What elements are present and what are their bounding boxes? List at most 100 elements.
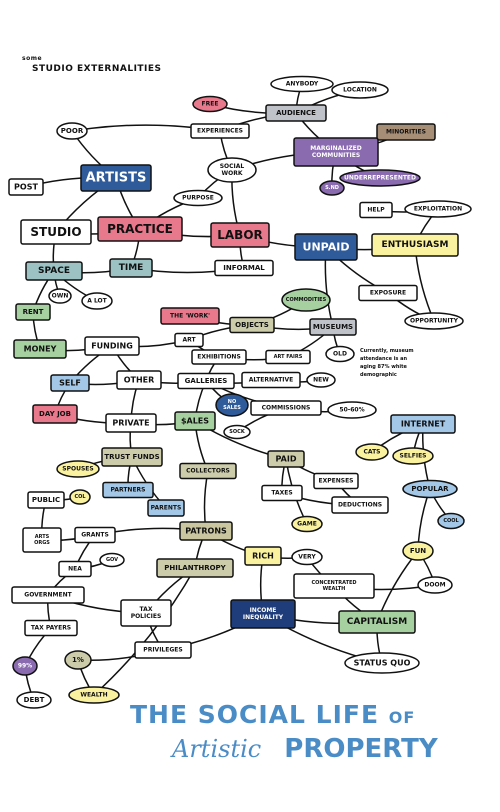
- node-anybody: ANYBODY: [270, 75, 334, 93]
- annotation-line: aging 87% white: [360, 364, 408, 370]
- node-shape: [120, 599, 172, 627]
- node-shape: [313, 472, 359, 490]
- node-ninety-nine-pct: 99%: [12, 656, 38, 676]
- node-partners: PARTNERS: [102, 481, 154, 499]
- node-poor: POOR: [56, 122, 88, 140]
- annotation-line: demographic: [360, 372, 397, 378]
- node-shape: [223, 424, 251, 440]
- node-unpaid: UNPAID: [294, 233, 358, 261]
- node-label: COMMISSIONS: [262, 405, 311, 412]
- node-shape: [27, 491, 65, 509]
- annotation-line: Currently, museum: [360, 348, 414, 354]
- node-label: EXPENSES: [319, 478, 354, 485]
- node-label: ARTS: [35, 534, 50, 540]
- node-shape: [404, 312, 464, 330]
- node-practice: PRACTICE: [97, 216, 183, 242]
- node-label: CATS: [364, 449, 381, 456]
- node-shape: [281, 288, 331, 312]
- node-shape: [174, 411, 216, 431]
- node-shape: [80, 164, 152, 192]
- node-shape: [359, 201, 393, 219]
- node-label: FUNDING: [91, 342, 133, 351]
- node-label: NEW: [313, 377, 329, 384]
- node-exhibitions: EXHIBITIONS: [191, 349, 247, 365]
- node-shape: [64, 650, 92, 670]
- node-label: EXPOSURE: [370, 290, 406, 297]
- node-labor: LABOR: [210, 222, 270, 248]
- node-label: COMMUNITIES: [312, 152, 360, 159]
- node-shape: [402, 541, 434, 561]
- node-paid: PAID: [267, 450, 305, 468]
- node-shape: [309, 318, 357, 336]
- node-s-nd: S.ND: [319, 180, 345, 196]
- node-shape: [69, 489, 91, 505]
- node-shape: [265, 349, 311, 365]
- node-game: GAME: [291, 515, 323, 533]
- node-sock: SOCK: [223, 424, 251, 440]
- node-art-fairs: ART FAIRS: [265, 349, 311, 365]
- node-tax-payers: TAX PAYERS: [24, 619, 78, 637]
- node-label: 99%: [18, 663, 32, 670]
- node-label: UNDERREPRESENTED: [344, 175, 416, 182]
- node-shape: [327, 401, 377, 419]
- node-label: SPACE: [38, 266, 70, 276]
- node-shape: [376, 123, 436, 141]
- node-label: GOVERNMENT: [24, 592, 72, 599]
- node-label: 1%: [72, 656, 84, 664]
- node-shape: [97, 216, 183, 242]
- node-shape: [331, 496, 389, 514]
- node-label: CONCENTRATED: [311, 580, 356, 586]
- title-property: PROPERTY: [284, 734, 438, 764]
- node-label: ART FAIRS: [274, 354, 303, 360]
- node-shape: [74, 526, 116, 544]
- node-shape: [13, 339, 67, 359]
- node-grants: GRANTS: [74, 526, 116, 544]
- node-shape: [179, 462, 237, 480]
- node-deductions: DEDUCTIONS: [331, 496, 389, 514]
- node-label: ENTHUSIASM: [382, 240, 449, 250]
- node-public: PUBLIC: [27, 491, 65, 509]
- node-shape: [101, 447, 163, 467]
- node-label: THE 'WORK': [170, 313, 210, 320]
- node-label: ANYBODY: [286, 81, 319, 88]
- node-shape: [15, 303, 51, 321]
- node-purpose: PURPOSE: [173, 189, 223, 207]
- node-label: GOV: [106, 557, 118, 563]
- node-label: POPULAR: [411, 485, 449, 493]
- node-own: OWN: [48, 288, 72, 304]
- node-label: OBJECTS: [235, 321, 269, 329]
- node-debt: DEBT: [16, 691, 52, 709]
- node-label: PARENTS: [151, 505, 182, 512]
- node-label: PRIVATE: [112, 419, 149, 428]
- node-label: TAXES: [271, 490, 292, 497]
- node-cool: COOL: [437, 512, 465, 530]
- node-shape: [32, 404, 78, 424]
- node-shape: [267, 450, 305, 468]
- node-capitalism: CAPITALISM: [338, 610, 416, 634]
- node-shape: [291, 548, 323, 566]
- node-exploitation: EXPLOITATION: [404, 200, 472, 218]
- node-label: WEALTH: [323, 586, 346, 592]
- node-one-pct: 1%: [64, 650, 92, 670]
- node-new: NEW: [306, 372, 336, 388]
- node-label: TRUST FUNDS: [104, 453, 159, 461]
- node-label: CAPITALISM: [347, 617, 407, 627]
- node-commodities: COMMODITIES: [281, 288, 331, 312]
- node-shape: [214, 259, 274, 277]
- node-label: S.ND: [325, 185, 339, 191]
- node-underrepresented: UNDERREPRESENTED: [339, 169, 421, 187]
- node-shape: [390, 414, 456, 434]
- node-old: OLD: [325, 345, 355, 363]
- node-day-job: DAY JOB: [32, 404, 78, 424]
- node-shape: [190, 123, 250, 139]
- node-alternative: ALTERNATIVE: [241, 371, 301, 389]
- node-label: GRANTS: [81, 532, 109, 539]
- node-label: GAME: [297, 521, 317, 528]
- node-very: VERY: [291, 548, 323, 566]
- node-label: PATRONS: [185, 527, 227, 536]
- node-philanthropy: PHILANTHROPY: [156, 558, 234, 578]
- node-collectors: COLLECTORS: [179, 462, 237, 480]
